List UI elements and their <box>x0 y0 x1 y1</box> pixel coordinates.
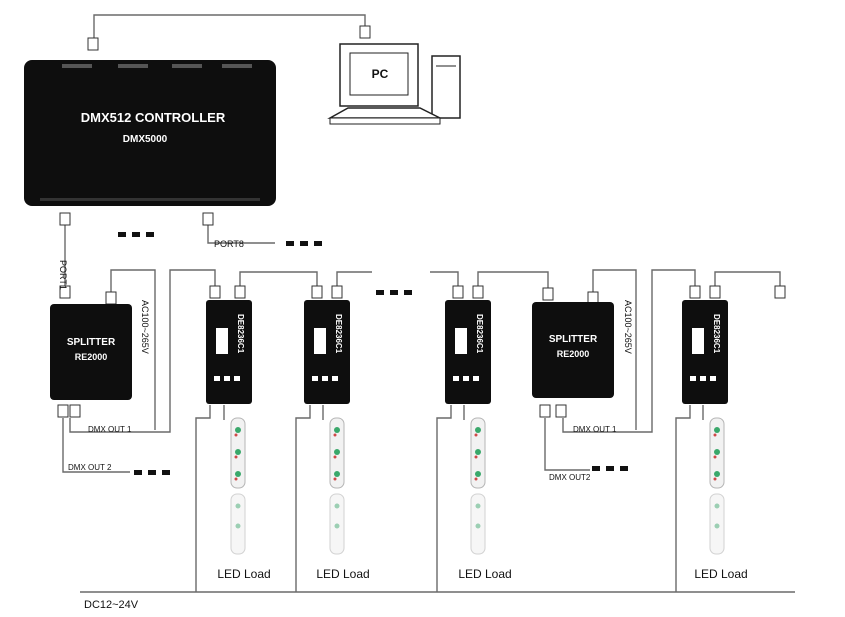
ellipsis-out2-left <box>134 470 170 475</box>
connector-controller-top <box>87 37 99 51</box>
load-label-4: LED Load <box>694 567 747 581</box>
splitter-2-power: AC100~265V <box>623 300 633 354</box>
connector-end <box>774 285 786 299</box>
dmx-controller: DMX512 CONTROLLER DMX5000 <box>24 60 276 206</box>
port1-label: PORT1 <box>58 260 68 290</box>
connector-d2-in <box>311 285 323 299</box>
controller-title: DMX512 CONTROLLER <box>81 110 226 125</box>
splitter-1-out1: DMX OUT 1 <box>88 425 132 434</box>
led-strip-4 <box>709 417 725 555</box>
wire-ac2 <box>592 269 637 430</box>
decoder-3: DE8236C1 <box>445 300 491 404</box>
wire-port8 <box>207 225 275 244</box>
splitter-1-out2: DMX OUT 2 <box>68 463 112 472</box>
connector-d3-out <box>472 285 484 299</box>
decoder-4-model: DE8236C1 <box>712 314 721 354</box>
connector-d1-out <box>234 285 246 299</box>
ellipsis-port8 <box>286 241 322 246</box>
port8-label: PORT8 <box>214 239 244 249</box>
connector-pc <box>359 25 371 39</box>
wires <box>62 14 795 593</box>
connector-s2-out2 <box>539 404 551 418</box>
ellipsis-port <box>118 232 154 237</box>
connector-s2-out1 <box>555 404 567 418</box>
connector-s1-out1 <box>69 404 81 418</box>
wire-pwr-d2 <box>295 405 311 592</box>
wire-controller-pc <box>93 14 366 40</box>
led-strip-3 <box>470 417 486 555</box>
splitter-1: SPLITTER RE2000 <box>50 304 132 400</box>
dc-rail-label: DC12~24V <box>84 599 139 611</box>
decoder-2: DE8236C1 <box>304 300 350 404</box>
splitter-2-out2: DMX OUT2 <box>549 473 591 482</box>
wire-s2-out2 <box>544 418 590 471</box>
connector-s1-out2 <box>57 404 69 418</box>
connector-d4-out <box>709 285 721 299</box>
decoder-3-model: DE8236C1 <box>475 314 484 354</box>
wire-dmx-out2 <box>62 418 130 473</box>
led-strips <box>230 417 725 555</box>
wire-d1-d2 <box>239 271 318 288</box>
wire-s2-out1 <box>562 269 696 433</box>
splitter-2-out1: DMX OUT 1 <box>573 425 617 434</box>
decoder-1: DE8236C1 <box>206 300 252 404</box>
decoder-1-model: DE8236C1 <box>236 314 245 354</box>
wire-pwr-d4 <box>675 405 691 592</box>
splitter-1-power: AC100~265V <box>140 300 150 354</box>
pc: PC <box>327 43 461 125</box>
connector-port8 <box>202 212 214 226</box>
controller-model: DMX5000 <box>123 134 168 145</box>
splitter-2-name: SPLITTER <box>549 334 598 345</box>
wire-d2-out <box>336 271 372 288</box>
splitter-1-name: SPLITTER <box>67 337 116 348</box>
splitter-2: SPLITTER RE2000 <box>532 302 614 398</box>
connector-d2-out <box>331 285 343 299</box>
wire-d3-in <box>430 271 459 288</box>
splitter-1-model: RE2000 <box>75 352 108 362</box>
wire-d3-s2 <box>477 271 549 292</box>
connectors <box>57 25 786 418</box>
ellipsis-decoders <box>376 290 412 295</box>
load-label-2: LED Load <box>316 567 369 581</box>
wire-d4-out <box>714 271 781 288</box>
connector-d1-in <box>209 285 221 299</box>
wire-dmx-out1 <box>69 269 216 433</box>
load-label-3: LED Load <box>458 567 511 581</box>
led-strip-1 <box>230 417 246 555</box>
led-strip-2 <box>329 417 345 555</box>
wire-pwr-d1 <box>195 405 211 592</box>
ellipsis-out2-right <box>592 466 628 471</box>
connector-s1-in <box>59 285 71 299</box>
connector-d3-in <box>452 285 464 299</box>
connector-port1 <box>59 212 71 226</box>
connector-s1-power <box>105 291 117 305</box>
decoder-4: DE8236C1 <box>682 300 728 404</box>
wire-pwr-d3 <box>436 405 452 592</box>
wire-ac1 <box>110 269 156 430</box>
pc-label: PC <box>372 67 389 81</box>
connector-d4-in <box>689 285 701 299</box>
load-label-1: LED Load <box>217 567 270 581</box>
splitter-2-model: RE2000 <box>557 349 590 359</box>
decoder-2-model: DE8236C1 <box>334 314 343 354</box>
connector-s2-in <box>542 287 554 301</box>
